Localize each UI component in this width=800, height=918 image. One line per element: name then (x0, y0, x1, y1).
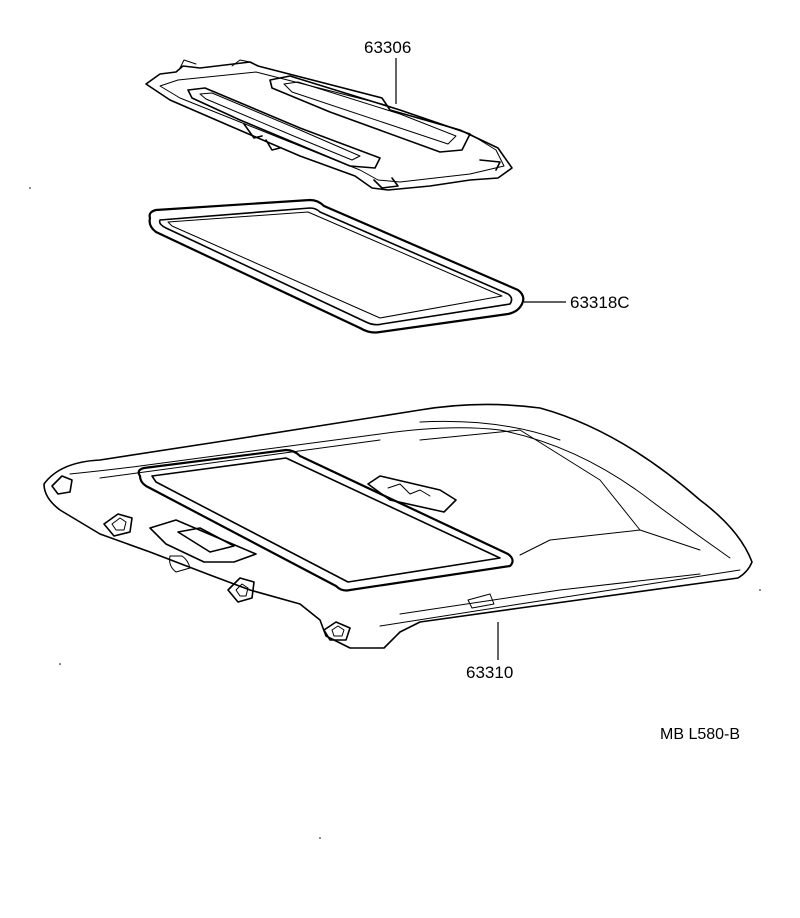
sunshade-panel-drawing (145, 59, 513, 191)
part-number-sunshade: 63306 (364, 38, 411, 57)
weatherstrip-drawing (148, 198, 525, 334)
part-number-weatherstrip: 63318C (570, 293, 630, 312)
diagram-code: MB L580-B (660, 726, 740, 743)
scan-specks (29, 187, 761, 839)
part-number-headliner: 63310 (466, 663, 513, 682)
headliner-drawing (43, 403, 753, 649)
